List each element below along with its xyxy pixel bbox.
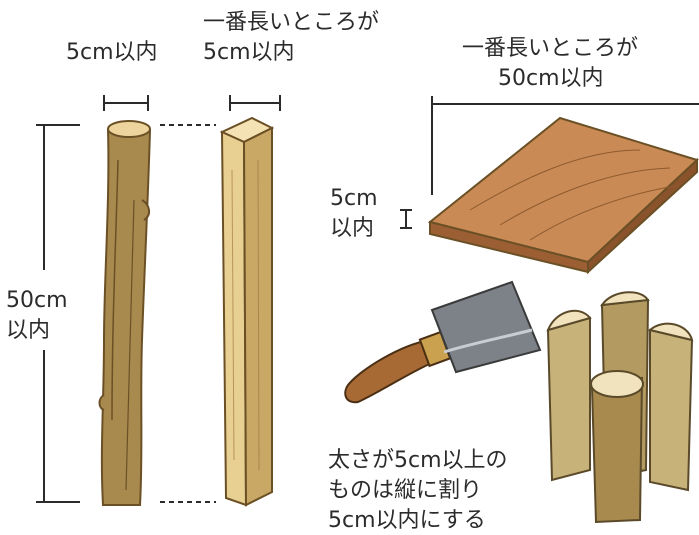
length-bracket (36, 124, 80, 503)
lumber-longest-label-line2: 5cm以内 (203, 40, 295, 65)
length-label-line1: 50cm (6, 288, 68, 313)
branch-width-bracket (103, 95, 149, 111)
board-longest-label-line1: 一番長いところが (462, 36, 639, 61)
split-note-line2: ものは縦に割り (328, 478, 483, 503)
split-note-line1: 太さが5cm以上の (328, 448, 508, 473)
split-note-line3: 5cm以内にする (328, 508, 486, 533)
board-longest-label-line2: 50cm以内 (498, 66, 604, 91)
lumber-longest-label-line1: 一番長いところが (203, 10, 380, 35)
length-dotted-guides (160, 124, 216, 503)
split-wood-illustration (546, 291, 694, 524)
branch-width-label: 5cm以内 (66, 40, 158, 65)
length-label-line2: 以内 (6, 318, 51, 343)
lumber-width-bracket (229, 95, 281, 111)
board-longest-bracket (431, 96, 699, 195)
hatchet-illustration (344, 280, 542, 404)
lumber-illustration (219, 116, 275, 507)
board-thickness-label-line2: 以内 (330, 216, 375, 241)
branch-illustration (98, 120, 152, 506)
board-thickness-label-line1: 5cm (330, 186, 378, 211)
board-thickness-bracket (400, 209, 412, 229)
board-illustration (427, 116, 699, 275)
